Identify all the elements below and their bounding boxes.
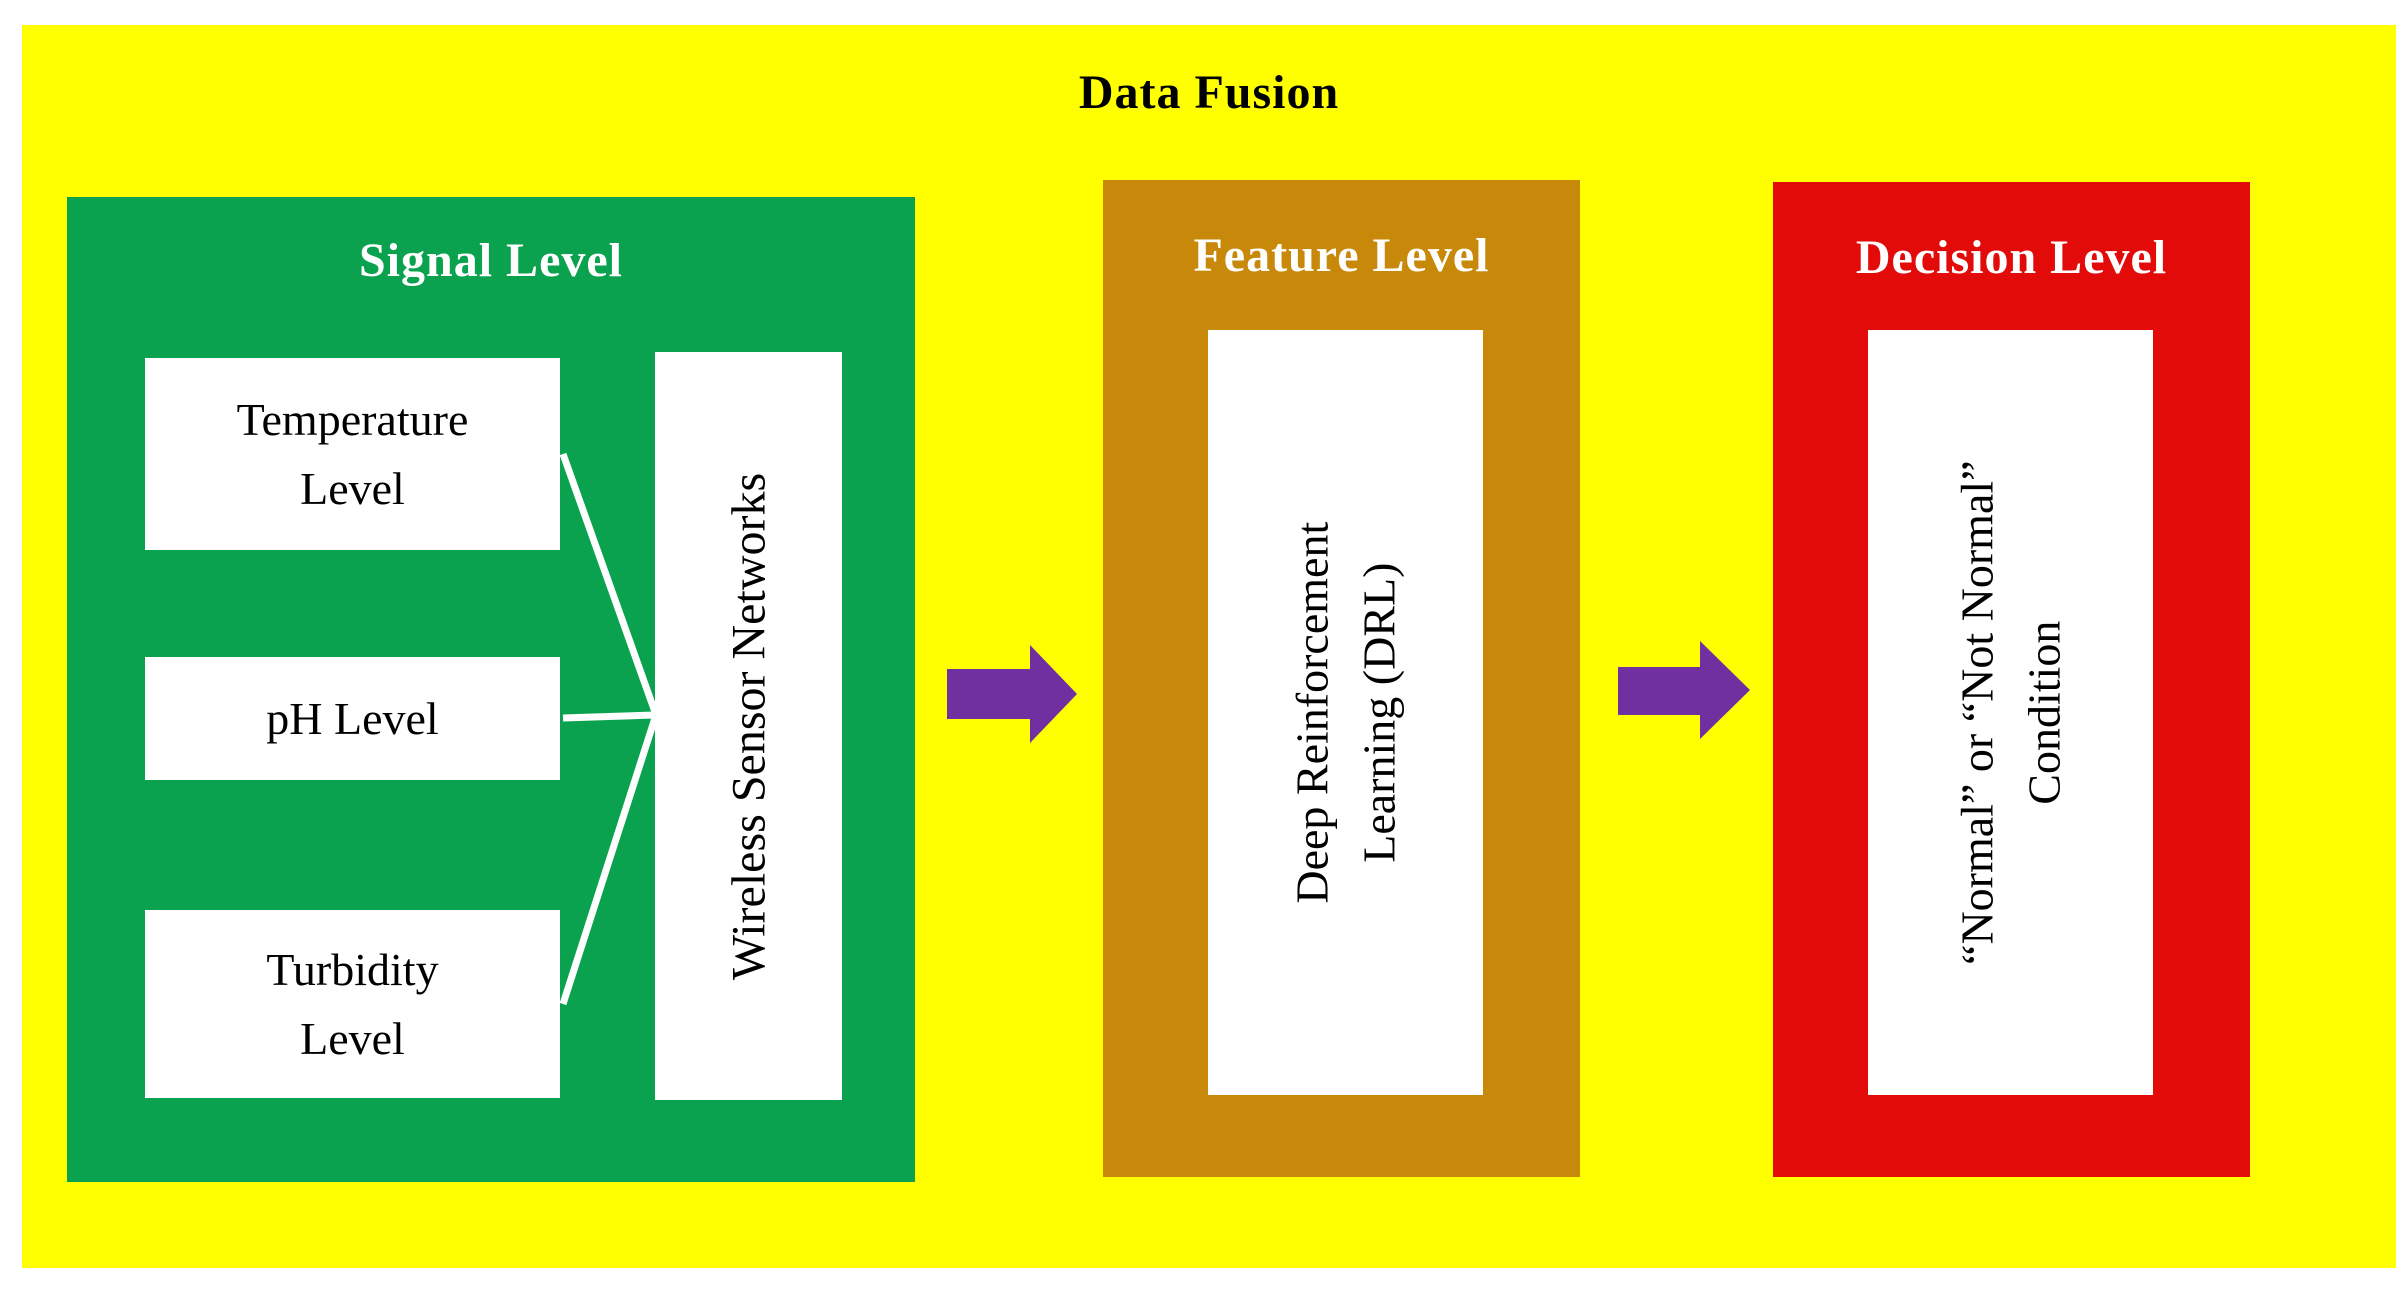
temperature-level-label: Temperature Level <box>236 394 469 514</box>
signal-level-panel: Signal Level Temperature Level pH Level … <box>67 197 915 1182</box>
normal-condition-box: “Normal” or “Not Normal” Condition <box>1868 330 2153 1095</box>
ph-level-label: pH Level <box>266 693 439 744</box>
feature-level-panel: Feature Level Deep Reinforcement Learnin… <box>1103 180 1580 1177</box>
deep-reinforcement-learning-box: Deep Reinforcement Learning (DRL) <box>1208 330 1483 1095</box>
feature-level-title: Feature Level <box>1193 229 1490 282</box>
temperature-level-box: Temperature Level <box>145 358 560 550</box>
turbidity-level-box: Turbidity Level <box>145 910 560 1098</box>
data-fusion-board: Data Fusion Signal Level Temperature Lev… <box>22 25 2396 1268</box>
ph-level-box: pH Level <box>145 657 560 780</box>
turbidity-level-label: Turbidity Level <box>266 944 439 1064</box>
deep-reinforcement-learning-label: Deep Reinforcement Learning (DRL) <box>1285 521 1404 904</box>
signal-level-title: Signal Level <box>358 234 624 287</box>
wireless-sensor-networks-label: Wireless Sensor Networks <box>722 472 775 980</box>
decision-level-panel: Decision Level “Normal” or “Not Normal” … <box>1773 182 2250 1177</box>
normal-condition-label: “Normal” or “Not Normal” Condition <box>1950 460 2069 965</box>
wireless-sensor-networks-box: Wireless Sensor Networks <box>655 352 842 1100</box>
figure-title: Data Fusion <box>1078 66 1340 119</box>
decision-level-title: Decision Level <box>1855 231 2168 284</box>
